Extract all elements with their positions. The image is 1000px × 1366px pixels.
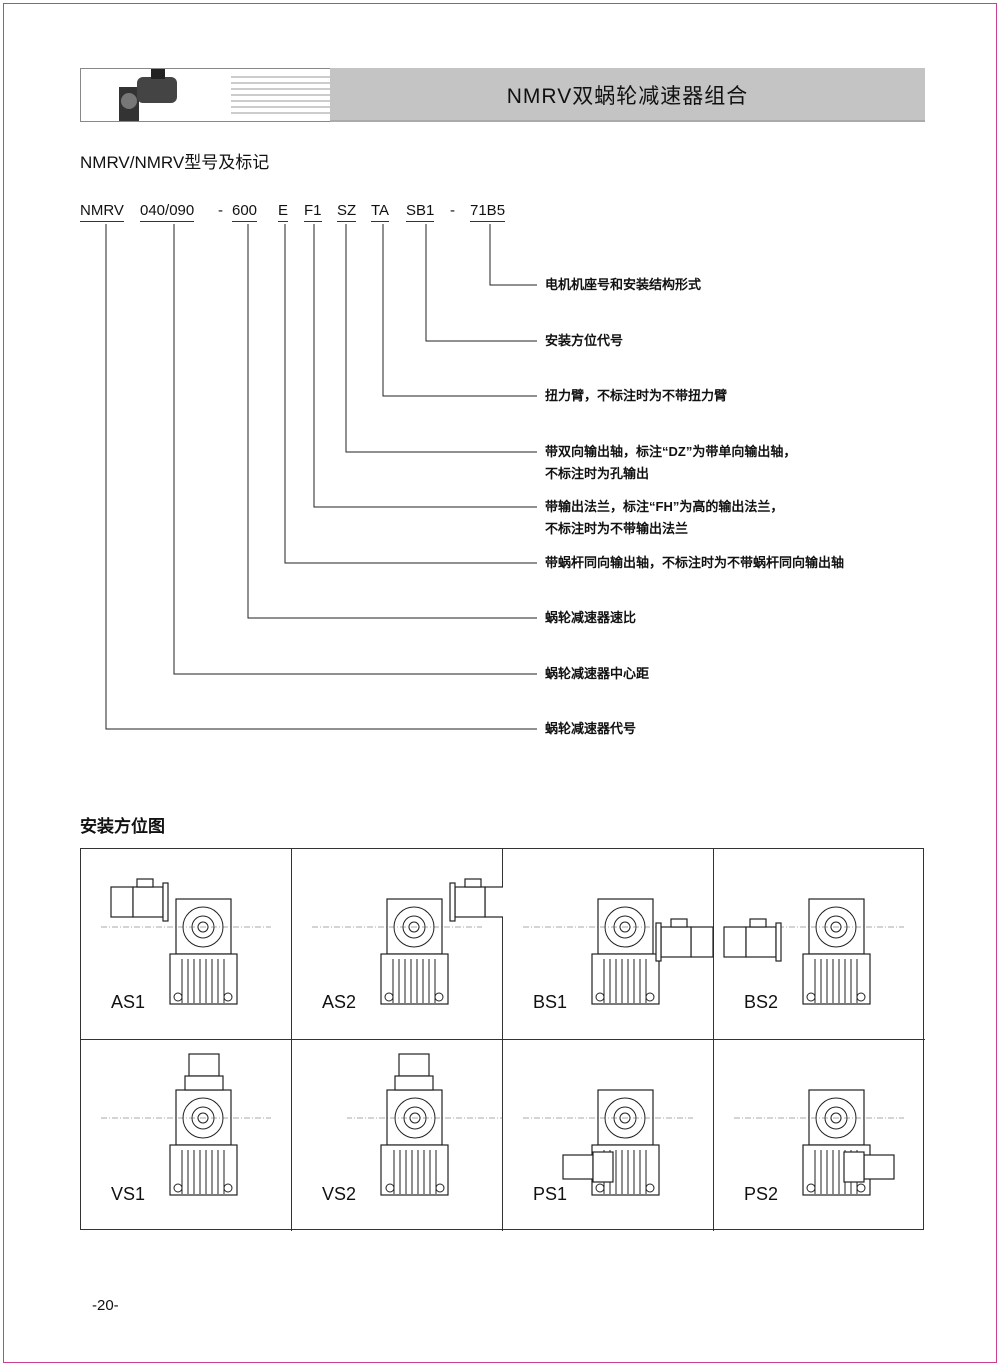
mounting-position-as1: AS1 — [81, 849, 292, 1040]
legend-text: 不标注时为不带输出法兰 — [545, 521, 689, 536]
code-part: TA — [371, 202, 390, 222]
gear-reducer-drawing — [347, 1053, 503, 1196]
legend-item: 带输出法兰，标注“FH”为高的输出法兰， 不标注时为不带输出法兰 — [545, 496, 783, 540]
leader-line — [345, 224, 537, 453]
page-title: NMRV双蜗轮减速器组合 — [506, 85, 749, 108]
gear-reducer-drawing — [734, 1089, 904, 1196]
legend-text: 电机机座号和安装结构形式 — [545, 277, 702, 292]
code-part-text: 71B5 — [470, 202, 506, 222]
mounting-position-bs2: BS2 — [714, 849, 925, 1040]
mounting-position-ps1: PS1 — [503, 1040, 714, 1231]
code-part: - — [218, 202, 223, 219]
position-label: AS1 — [111, 992, 146, 1012]
leader-line — [313, 224, 537, 508]
position-label: VS2 — [322, 1184, 357, 1204]
legend-item: 扭力臂，不标注时为不带扭力臂 — [545, 385, 727, 407]
code-part: SZ — [337, 202, 357, 222]
legend-text: 蜗轮减速器速比 — [545, 610, 637, 625]
mounting-position-ps2: PS2 — [714, 1040, 925, 1231]
position-label: BS1 — [533, 992, 568, 1012]
designation-leader-lines — [105, 224, 537, 730]
leader-line — [105, 224, 537, 730]
code-part: 600 — [232, 202, 258, 222]
page-number: -20- — [92, 1297, 119, 1314]
legend-text: 带输出法兰，标注“FH”为高的输出法兰， — [545, 499, 784, 514]
code-part-text: TA — [371, 202, 390, 222]
gear-reducer-drawing — [723, 898, 904, 1005]
legend-item: 电机机座号和安装结构形式 — [545, 274, 701, 296]
section-title-model: NMRV/NMRV型号及标记 — [80, 153, 270, 172]
position-label: PS1 — [533, 1184, 568, 1204]
code-part-text: SB1 — [406, 202, 435, 222]
code-part: SB1 — [406, 202, 435, 222]
legend-item: 安装方位代号 — [545, 330, 623, 352]
legend-item: 蜗轮减速器速比 — [545, 607, 636, 629]
legend-text: 带双向输出轴，标注“DZ”为带单向输出轴， — [545, 444, 797, 459]
code-part: NMRV — [80, 202, 124, 222]
code-part-text: - — [218, 202, 223, 219]
code-part-text: NMRV — [80, 202, 124, 222]
legend-item: 蜗轮减速器代号 — [545, 718, 636, 740]
code-part-text: - — [450, 202, 455, 219]
legend-text: 安装方位代号 — [545, 333, 624, 348]
code-part-text: E — [278, 202, 289, 222]
position-label: PS2 — [744, 1184, 779, 1204]
legend-text: 带蜗杆同向输出轴，不标注时为不带蜗杆同向输出轴 — [545, 555, 845, 570]
leader-line — [382, 224, 537, 397]
gear-reducer-drawing — [101, 1053, 271, 1196]
mounting-position-vs2: VS2 — [292, 1040, 503, 1231]
leader-line — [425, 224, 537, 342]
gear-reducer-drawing — [101, 878, 271, 1005]
code-part: F1 — [304, 202, 322, 222]
legend-text: 蜗轮减速器中心距 — [545, 666, 650, 681]
code-part-text: F1 — [304, 202, 322, 222]
position-label: BS2 — [744, 992, 779, 1012]
position-label: AS2 — [322, 992, 357, 1012]
mounting-position-vs1: VS1 — [81, 1040, 292, 1231]
page-border — [3, 3, 997, 1363]
gear-reducer-drawing — [312, 878, 503, 1005]
code-part-text: 600 — [232, 202, 258, 222]
mounting-position-as2: AS2 — [292, 849, 503, 1040]
position-label: VS1 — [111, 1184, 146, 1204]
leader-line — [247, 224, 537, 619]
code-part: 71B5 — [470, 202, 506, 222]
code-part: 040/090 — [140, 202, 195, 222]
header-band — [330, 68, 925, 122]
gear-reducer-drawing — [523, 898, 714, 1005]
code-part-text: SZ — [337, 202, 357, 222]
section-title-mounting: 安装方位图 — [80, 817, 165, 836]
legend-text: 扭力臂，不标注时为不带扭力臂 — [545, 388, 728, 403]
leader-line — [489, 224, 537, 286]
code-part: E — [278, 202, 289, 222]
legend-item: 带双向输出轴，标注“DZ”为带单向输出轴， 不标注时为孔输出 — [545, 441, 796, 485]
legend-item: 带蜗杆同向输出轴，不标注时为不带蜗杆同向输出轴 — [545, 552, 844, 574]
legend-text: 不标注时为孔输出 — [545, 466, 650, 481]
leader-line — [173, 224, 537, 675]
leader-line — [284, 224, 537, 564]
code-part: - — [450, 202, 455, 219]
legend-item: 蜗轮减速器中心距 — [545, 663, 649, 685]
mounting-position-bs1: BS1 — [503, 849, 714, 1040]
gear-reducer-drawing — [523, 1089, 693, 1196]
code-part-text: 040/090 — [140, 202, 195, 222]
legend-text: 蜗轮减速器代号 — [545, 721, 637, 736]
